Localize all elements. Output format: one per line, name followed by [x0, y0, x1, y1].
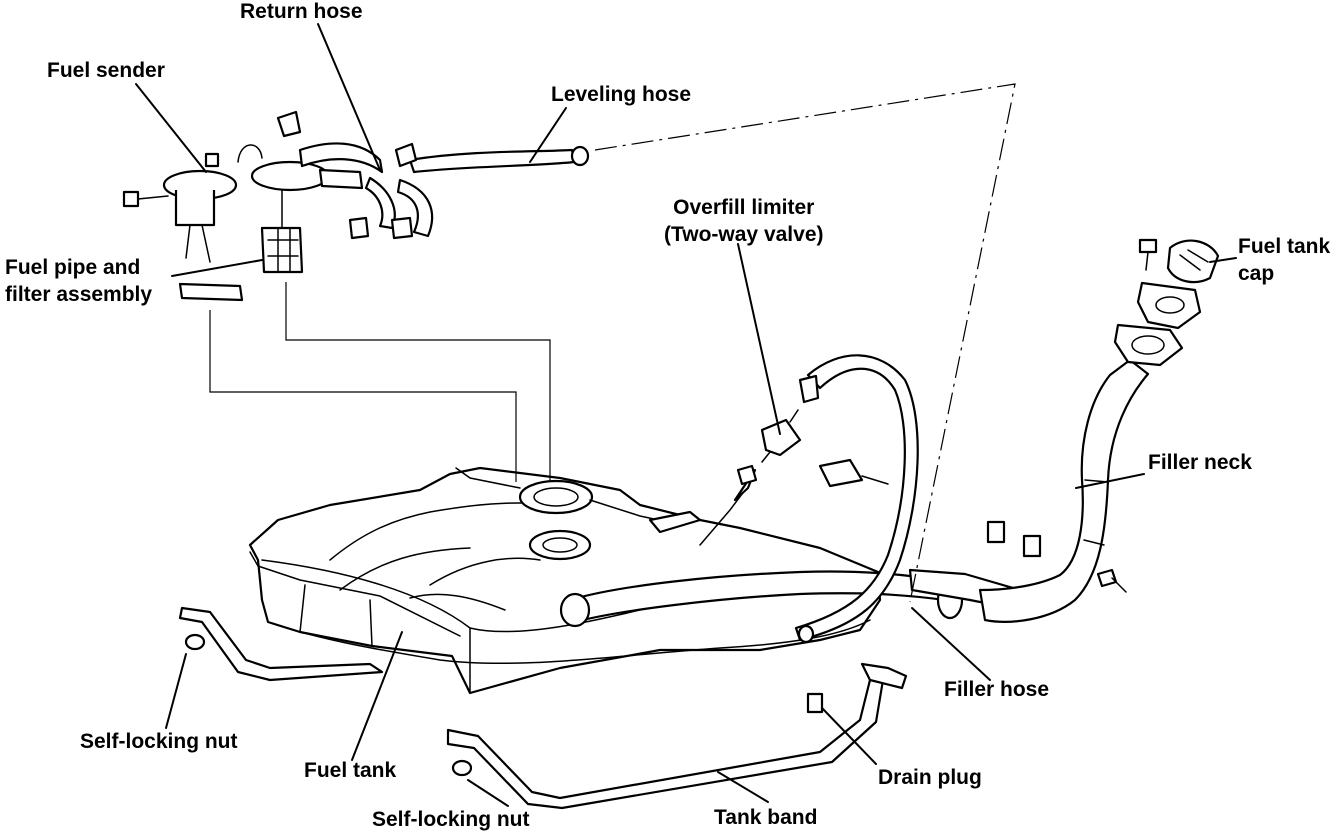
pointer-lines — [135, 23, 1237, 807]
label-fuel-pipe-filter-line1: Fuel pipe and — [5, 256, 141, 279]
label-overfill-limiter-line2: (Two-way valve) — [664, 223, 824, 246]
label-self-locking-nut-bottom: Self-locking nut — [372, 808, 530, 831]
leveling-hose-phantom-line — [594, 83, 1016, 603]
vent-hose-drawing — [794, 354, 919, 644]
label-fuel-tank-cap-line1: Fuel tank — [1238, 235, 1331, 258]
filler-neck-drawing — [978, 238, 1220, 623]
pump-phantom-line — [285, 282, 551, 480]
fuel-pump-assembly-drawing — [237, 110, 330, 274]
fuel-sender-drawing — [122, 152, 244, 302]
label-tank-band: Tank band — [714, 806, 818, 829]
label-fuel-tank: Fuel tank — [304, 759, 397, 782]
label-fuel-tank-cap: Fuel tank cap — [1238, 233, 1330, 287]
overfill-limiter-drawing — [736, 409, 889, 488]
label-filler-hose: Filler hose — [944, 678, 1050, 701]
label-overfill-limiter: Overfill limiter (Two-way valve) — [664, 194, 824, 248]
label-fuel-sender: Fuel sender — [47, 59, 165, 82]
hose-bundle-drawing — [298, 142, 590, 240]
label-return-hose: Return hose — [240, 0, 363, 23]
tank-band-left-drawing — [178, 606, 384, 682]
label-leveling-hose: Leveling hose — [551, 83, 692, 106]
label-fuel-pipe-filter-line2: filter assembly — [5, 283, 153, 306]
fuel-tank-drawing — [248, 466, 882, 695]
label-fuel-pipe-filter: Fuel pipe and filter assembly — [5, 254, 152, 308]
label-self-locking-nut-left: Self-locking nut — [80, 730, 238, 753]
tank-band-right-drawing — [446, 662, 908, 810]
label-drain-plug: Drain plug — [878, 766, 982, 789]
label-filler-neck: Filler neck — [1148, 451, 1252, 474]
sender-phantom-line — [209, 310, 517, 482]
label-overfill-limiter-line1: Overfill limiter — [673, 196, 815, 219]
label-fuel-tank-cap-line2: cap — [1238, 262, 1275, 285]
